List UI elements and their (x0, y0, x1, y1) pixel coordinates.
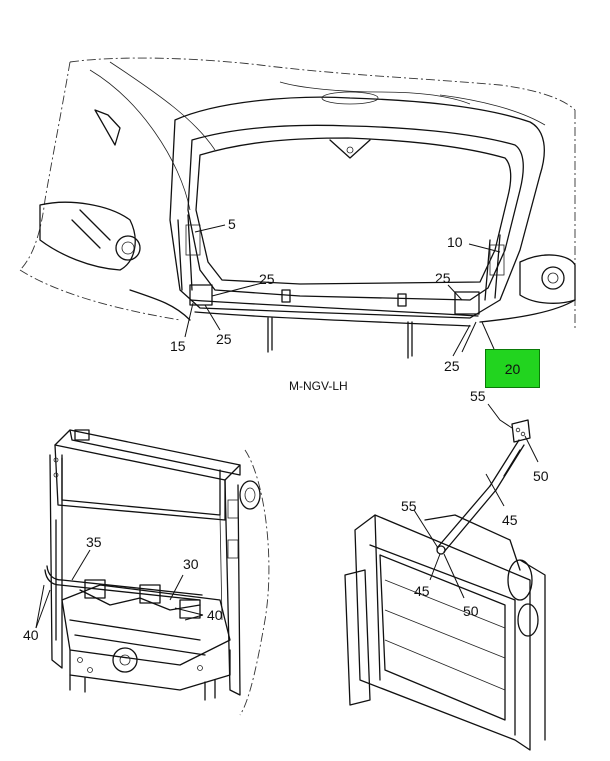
highlighted-callout-20[interactable]: 20 (485, 349, 540, 388)
view-label: M-NGV-LH (289, 379, 348, 393)
callout-45-a: 45 (502, 512, 518, 528)
bottom-left-leader-lines (35, 549, 204, 629)
radiator-frame-assembly-view (44, 429, 270, 716)
bottom-right-leader-lines (413, 435, 539, 599)
radiator-strut-assembly-view (344, 403, 546, 751)
callout-40-b: 40 (207, 607, 223, 623)
callout-55-a: 55 (470, 388, 486, 404)
callout-50-a: 50 (533, 468, 549, 484)
top-view-leader-lines (184, 224, 501, 357)
callout-50-b: 50 (463, 603, 479, 619)
callout-20-label: 20 (504, 360, 521, 377)
front-grille-assembly-view (19, 57, 576, 359)
callout-25-a: 25 (259, 271, 275, 287)
callout-25-d: 25 (444, 358, 460, 374)
callout-55-b: 55 (401, 498, 417, 514)
callout-30: 30 (183, 556, 199, 572)
callout-5: 5 (228, 216, 236, 232)
callout-labels: 5 10 15 25 25 25 25 M-NGV-LH 55 50 45 55… (23, 216, 549, 643)
callout-15: 15 (170, 338, 186, 354)
callout-35: 35 (86, 534, 102, 550)
callout-45-b: 45 (414, 583, 430, 599)
callout-25-c: 25 (435, 270, 451, 286)
callout-40-a: 40 (23, 627, 39, 643)
callout-25-b: 25 (216, 331, 232, 347)
callout-10: 10 (447, 234, 463, 250)
